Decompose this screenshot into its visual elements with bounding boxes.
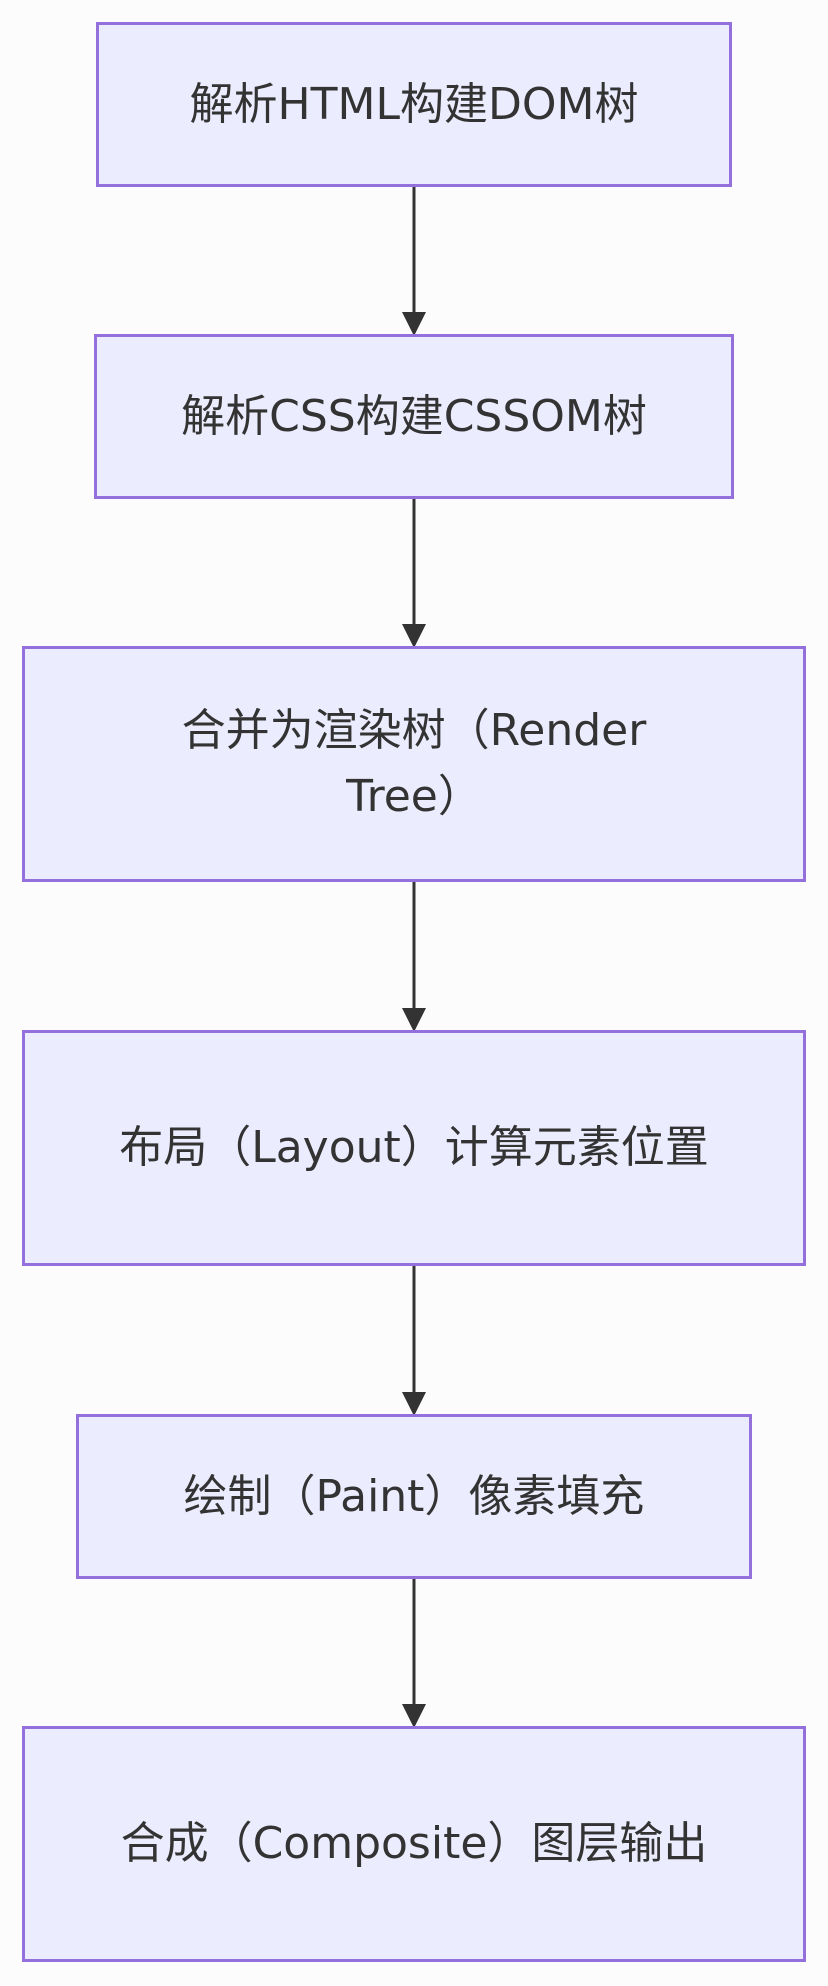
node-layout: 布局（Layout）计算元素位置 [22, 1030, 806, 1266]
node-label: 解析CSS构建CSSOM树 [181, 390, 647, 442]
edge-n5-n6 [402, 1577, 426, 1728]
node-parse-css: 解析CSS构建CSSOM树 [94, 334, 734, 499]
node-parse-html: 解析HTML构建DOM树 [96, 22, 732, 187]
node-paint: 绘制（Paint）像素填充 [76, 1414, 752, 1579]
edge-n4-n5 [402, 1265, 426, 1416]
node-label: 解析HTML构建DOM树 [189, 78, 639, 130]
edge-n1-n2 [402, 186, 426, 336]
node-label: 绘制（Paint）像素填充 [183, 1470, 645, 1522]
edge-n3-n4 [402, 881, 426, 1032]
node-composite: 合成（Composite）图层输出 [22, 1726, 806, 1962]
node-label: 合并为渲染树（Render Tree） [181, 705, 647, 822]
node-render-tree: 合并为渲染树（Render Tree） [22, 646, 806, 882]
node-label: 合成（Composite）图层输出 [120, 1818, 708, 1869]
node-label: 布局（Layout）计算元素位置 [119, 1122, 709, 1173]
edge-n2-n3 [402, 497, 426, 648]
